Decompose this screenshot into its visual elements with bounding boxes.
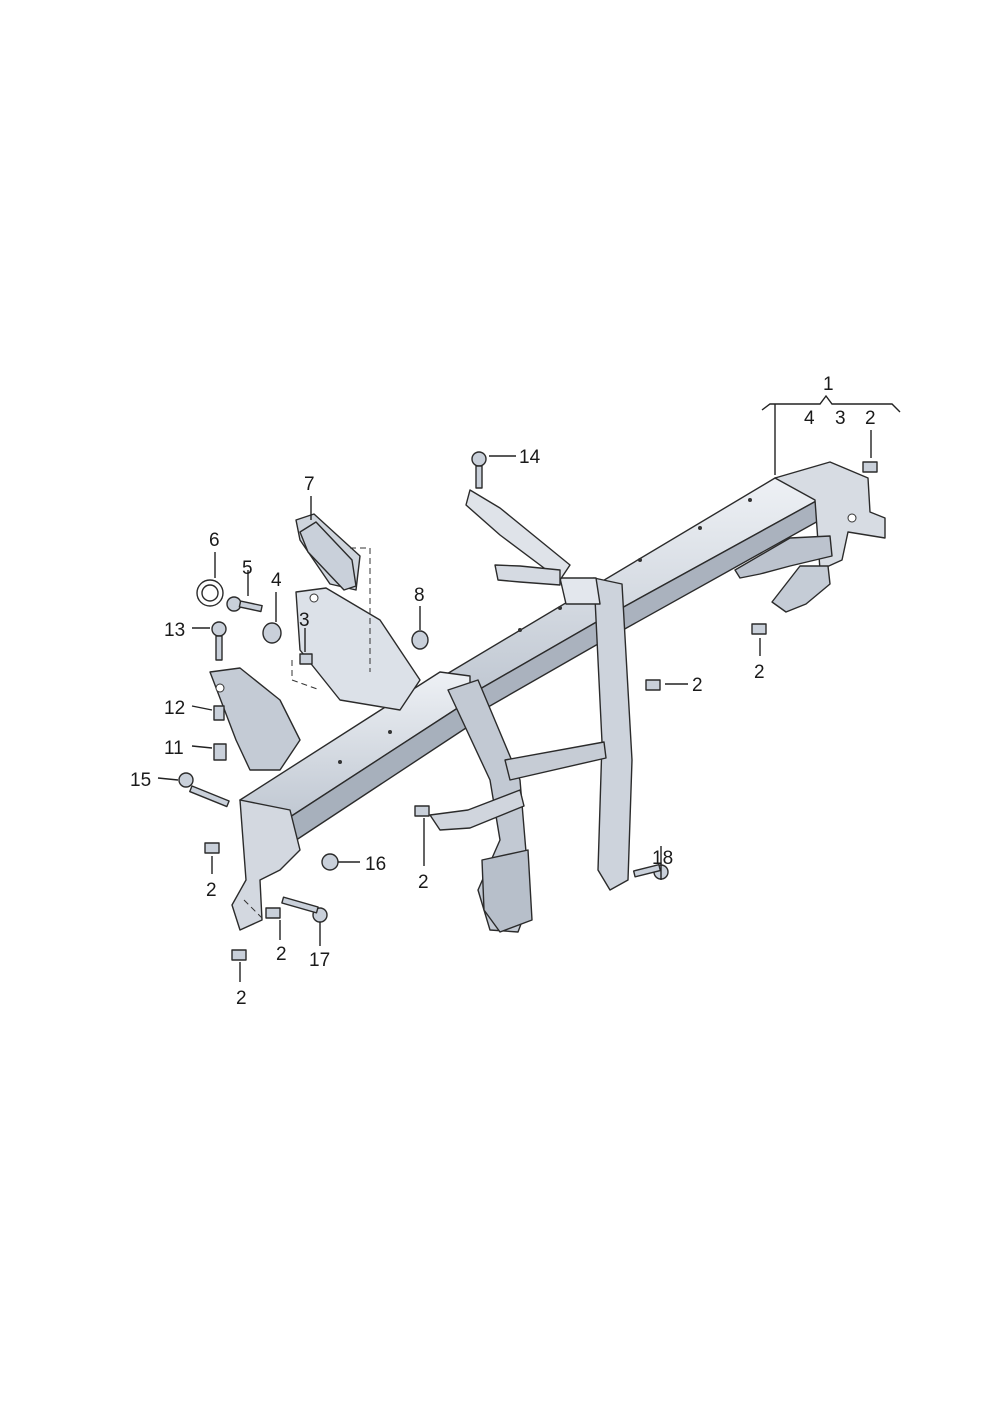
callout-8: 8	[414, 585, 425, 606]
callout-11: 11	[164, 738, 184, 759]
callout-4-top: 4	[804, 408, 815, 429]
callout-12: 12	[164, 698, 185, 719]
callout-4: 4	[271, 570, 282, 591]
callout-18: 18	[652, 848, 673, 869]
nut-2-left	[204, 842, 220, 854]
callout-2-upper-right: 2	[692, 675, 703, 696]
fasteners	[178, 451, 878, 961]
callout-2-right: 2	[754, 662, 765, 683]
callout-2-bottom-mid: 2	[276, 944, 287, 965]
callout-1: 1	[823, 374, 834, 395]
callout-6: 6	[209, 530, 220, 551]
center-support	[429, 489, 633, 933]
callout-7: 7	[304, 474, 315, 495]
nut-2-bottom	[231, 949, 247, 961]
leader-lines	[157, 394, 901, 982]
callout-5: 5	[242, 558, 253, 579]
callout-14: 14	[519, 447, 541, 468]
callout-17: 17	[309, 950, 330, 971]
callout-2-left: 2	[206, 880, 217, 901]
nut-2-top	[862, 461, 878, 473]
callout-3-top: 3	[835, 408, 846, 429]
nut-2-right	[751, 623, 767, 635]
clip-3	[299, 653, 313, 665]
right-end-bracket	[734, 461, 886, 613]
callout-3: 3	[299, 610, 310, 631]
callout-2-mid: 2	[418, 872, 429, 893]
callout-15: 15	[130, 770, 151, 791]
nut-2-mid-right	[645, 679, 661, 691]
callout-2-top: 2	[865, 408, 876, 429]
callout-13: 13	[164, 620, 185, 641]
callout-16: 16	[365, 854, 386, 875]
nut-2-mid	[414, 805, 430, 817]
nut-2-bottom-mid	[265, 907, 281, 919]
callout-labels: 1 4 3 2 14 7 6 5 4 3 8 13 12 11 15 16 17…	[130, 374, 876, 1009]
callout-2-bottom: 2	[236, 988, 247, 1009]
